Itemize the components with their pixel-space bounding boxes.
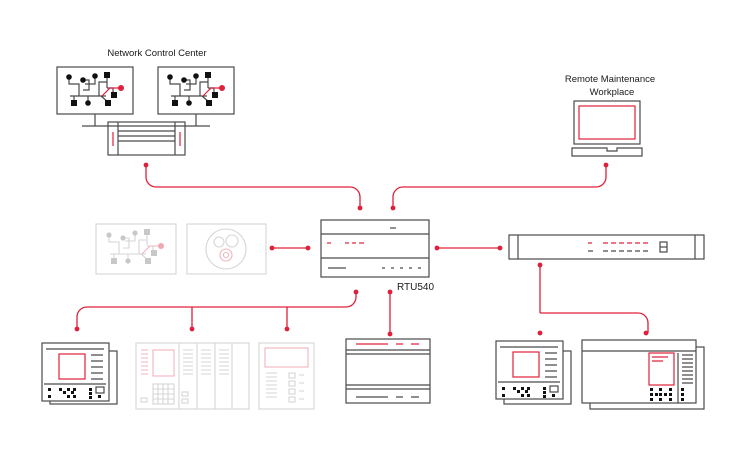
faded-network-panel[interactable] [95, 223, 177, 275]
scada-network-screen-icon [66, 72, 124, 106]
remote-maintenance-label-line1: Remote Maintenance [565, 74, 655, 85]
connections-top [143, 162, 609, 211]
control-cabinet[interactable] [135, 342, 250, 410]
gears-icon [205, 228, 247, 270]
server-unit-icon [107, 121, 186, 156]
bay-controller[interactable] [581, 339, 705, 410]
bay-controller-icon [581, 339, 705, 410]
scada-screen-2 [157, 66, 235, 126]
link-remote-to-rtu [392, 165, 607, 208]
din-rail-module[interactable] [345, 338, 431, 404]
scada-network-screen-icon [167, 72, 225, 106]
link-rack-to-bottom-right [539, 265, 649, 333]
network-control-center-label: Network Control Center [107, 48, 206, 59]
network-control-center[interactable]: Network Control Center [56, 48, 235, 156]
scada-screen-1 [56, 66, 134, 126]
protection-relay-icon [495, 340, 572, 405]
control-cabinet-icon [135, 342, 250, 410]
laptop-icon [571, 100, 643, 157]
network-topology-icon [106, 229, 164, 264]
rack-device[interactable] [508, 234, 705, 260]
rtu540[interactable]: RTU540 [320, 219, 434, 293]
protection-relay-1[interactable] [41, 342, 118, 405]
rtu-module-icon [320, 219, 430, 278]
protection-relay-2[interactable] [495, 340, 572, 405]
link-rtu-to-bottom-bus [76, 292, 357, 329]
remote-maintenance-workplace[interactable]: Remote Maintenance Workplace [565, 74, 655, 157]
rack-server-icon [508, 234, 705, 260]
link-ncc-to-rtu [145, 165, 361, 208]
rtu-label: RTU540 [397, 282, 434, 293]
faded-process-panel[interactable] [186, 223, 267, 275]
protection-relay-icon [41, 342, 118, 405]
connections-bottom [74, 262, 649, 337]
din-rail-module-icon [345, 338, 431, 404]
io-controller-icon [258, 342, 315, 410]
remote-maintenance-label-line2: Workplace [590, 87, 635, 98]
io-controller[interactable] [258, 342, 315, 410]
